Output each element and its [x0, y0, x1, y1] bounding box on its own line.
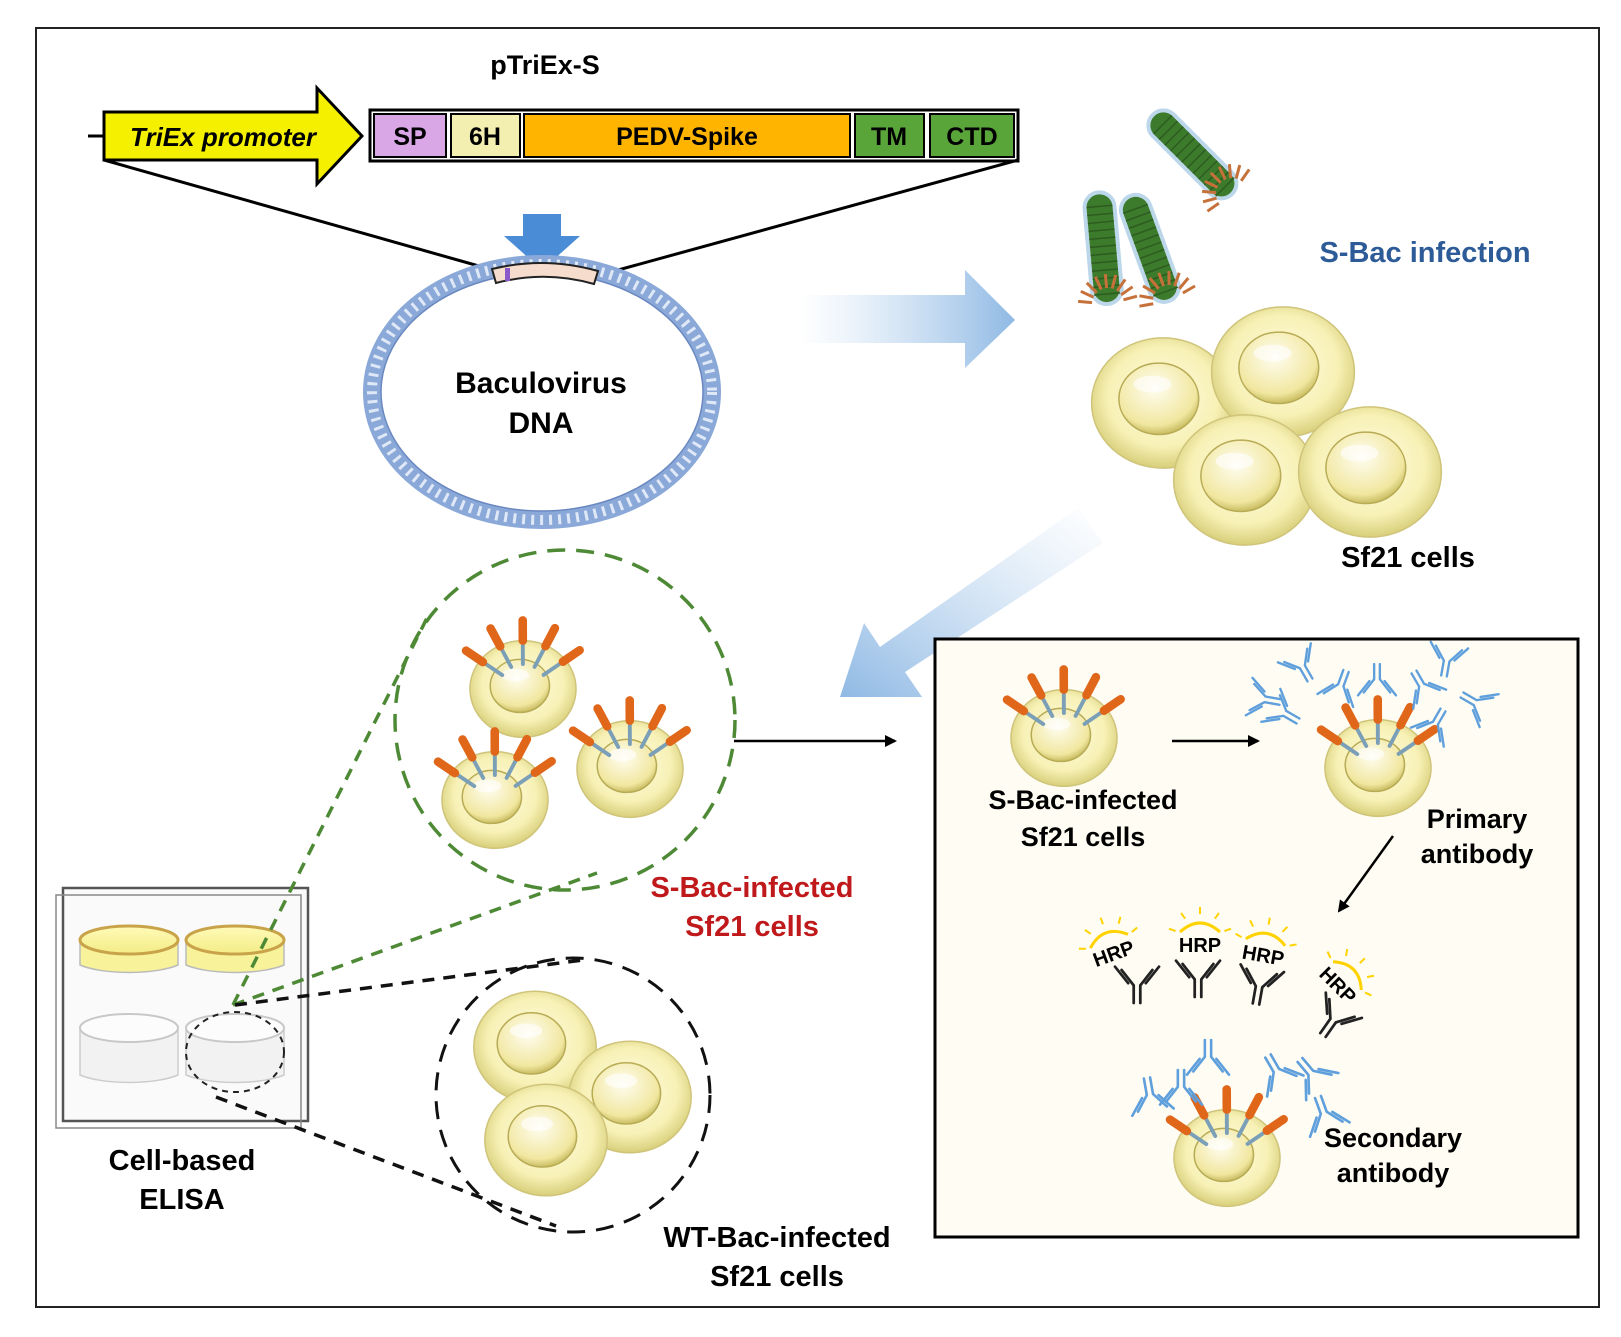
cell-nucleus — [1201, 440, 1281, 511]
cell-highlight — [1134, 376, 1172, 393]
segment-tm-label: TM — [871, 123, 907, 151]
construct-title: pTriEx-S — [490, 50, 600, 80]
cell-nucleus — [508, 1106, 576, 1167]
elisa-label-2: ELISA — [139, 1184, 224, 1216]
cell-nucleus — [1194, 1128, 1253, 1181]
plasmid-label-2: DNA — [509, 407, 574, 440]
cell-nucleus — [462, 770, 521, 823]
segment-6h-label: 6H — [469, 123, 501, 151]
cell-highlight — [510, 1024, 542, 1038]
cell-nucleus — [1239, 332, 1319, 403]
virus-peplomer — [1105, 274, 1106, 288]
sbac-label-2: Sf21 cells — [685, 911, 819, 943]
elisa-plate — [56, 888, 308, 1128]
sf21-label: Sf21 cells — [1341, 542, 1475, 574]
segment-spike-label: PEDV-Spike — [616, 123, 758, 151]
cell-nucleus — [1326, 432, 1406, 503]
cell-highlight — [1356, 748, 1384, 760]
secondary-label-2: antibody — [1337, 1158, 1450, 1188]
cell-nucleus — [1119, 363, 1199, 434]
infection-label: S-Bac infection — [1319, 237, 1530, 269]
cell-nucleus — [1031, 708, 1090, 761]
cell-highlight — [1205, 1138, 1233, 1150]
cell-nucleus — [592, 1063, 660, 1124]
cell-highlight — [501, 669, 529, 681]
cell-highlight — [1042, 718, 1070, 730]
cell-highlight — [473, 780, 501, 792]
cell-highlight — [605, 1074, 637, 1088]
secondary-label-1: Secondary — [1324, 1123, 1462, 1153]
primary-label-1: Primary — [1427, 804, 1528, 834]
inset-cells-label-2: Sf21 cells — [1021, 822, 1146, 852]
hrp-label: HRP — [1179, 935, 1221, 957]
primary-label-2: antibody — [1421, 839, 1534, 869]
sbac-label-1: S-Bac-infected — [650, 872, 853, 904]
elisa-label-1: Cell-based — [109, 1145, 256, 1177]
plasmid-label-1: Baculovirus — [455, 367, 627, 400]
segment-ctd-label: CTD — [946, 123, 997, 151]
segment-sp-label: SP — [393, 123, 426, 151]
cell-nucleus — [597, 739, 656, 792]
hrp-ray — [1269, 918, 1270, 925]
promoter-label: TriEx promoter — [130, 122, 318, 152]
cell-highlight — [521, 1117, 553, 1131]
cell-nucleus — [497, 1013, 565, 1074]
cell-highlight — [1254, 345, 1292, 362]
cell-nucleus — [1345, 738, 1404, 791]
inset-cells-label-1: S-Bac-infected — [988, 785, 1177, 815]
cell-highlight — [1216, 453, 1254, 470]
plasmid-insert-mark — [505, 268, 510, 281]
wt-label-2: Sf21 cells — [710, 1261, 844, 1293]
cell-highlight — [1341, 445, 1379, 462]
wt-label-1: WT-Bac-infected — [663, 1222, 890, 1254]
cell-highlight — [608, 749, 636, 761]
cell-nucleus — [490, 659, 549, 712]
